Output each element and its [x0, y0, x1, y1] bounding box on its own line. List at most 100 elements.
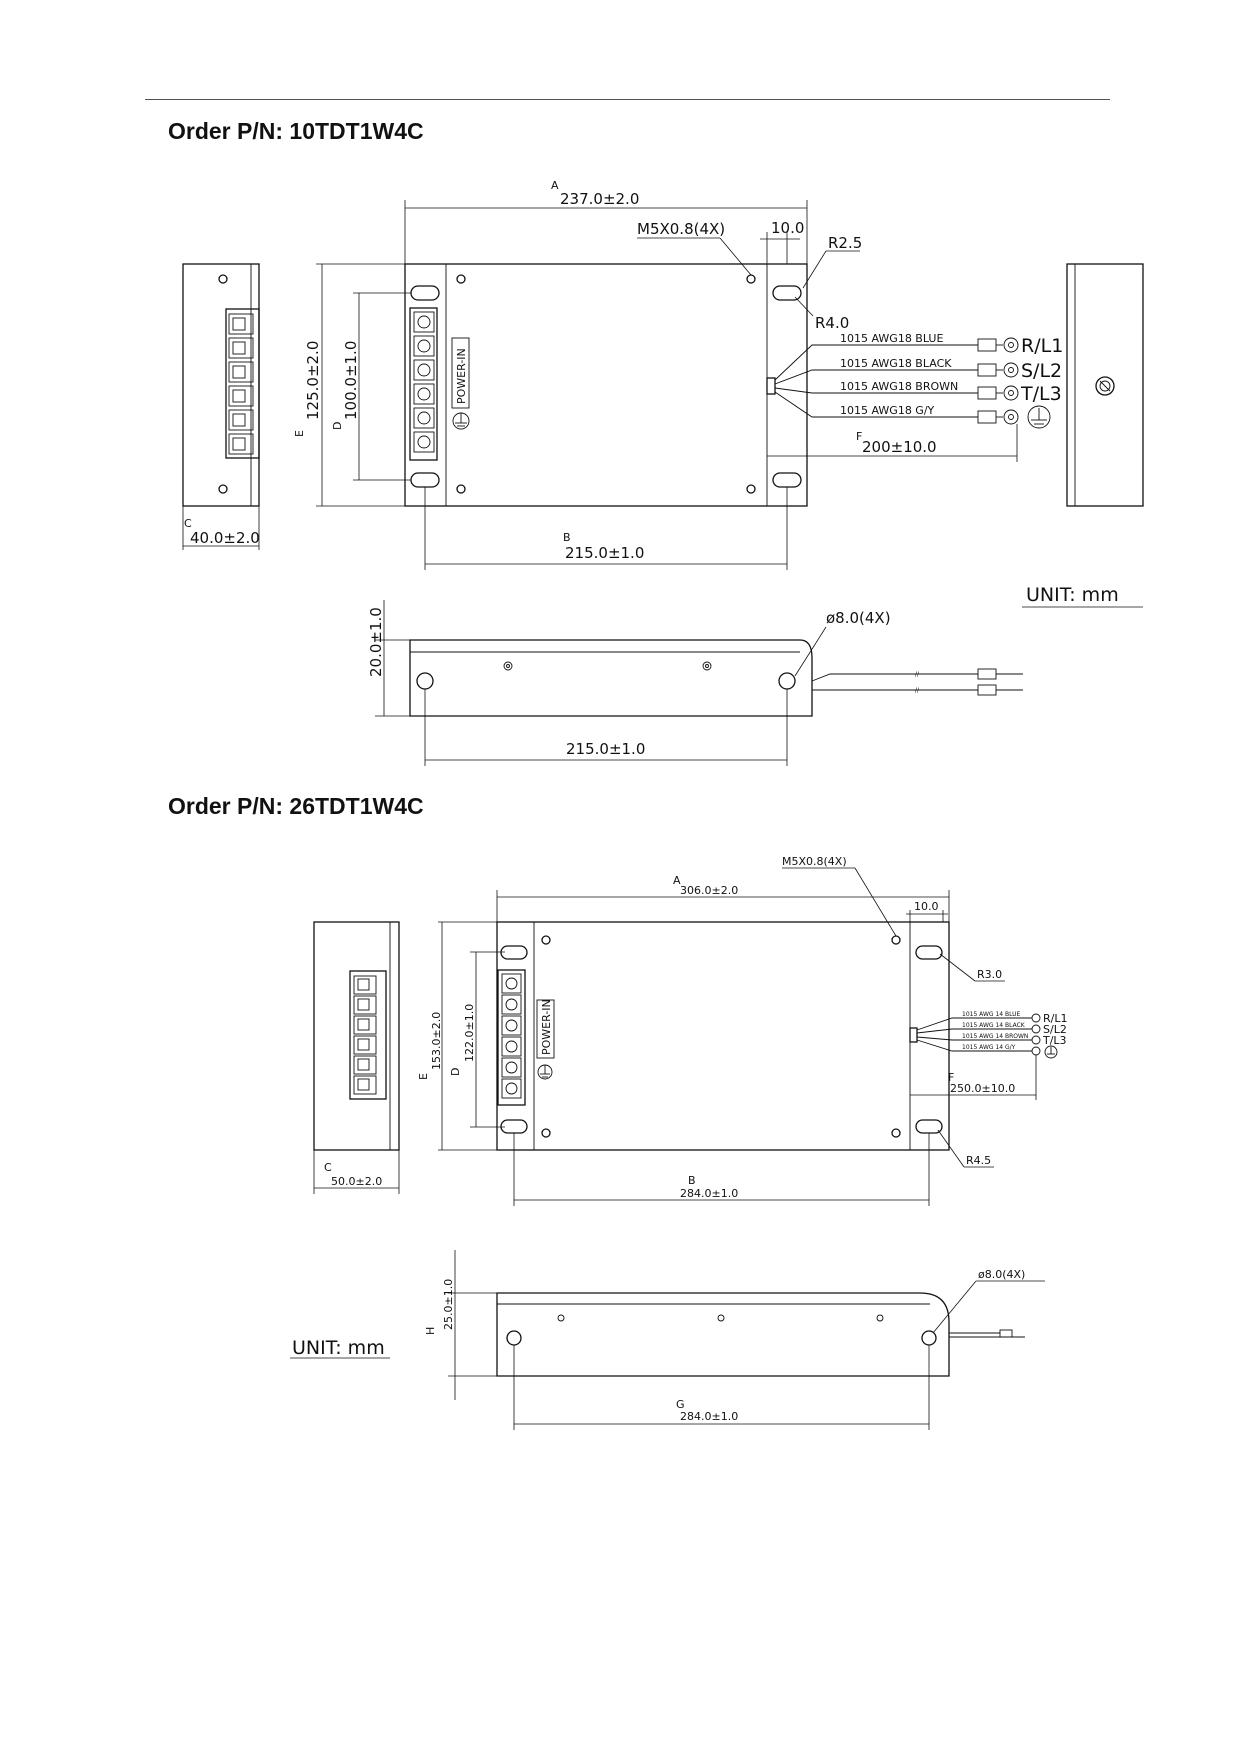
dim-a-value: 237.0±2.0: [560, 190, 639, 208]
wire-spec: 1015 AWG 14 BLACK: [962, 1022, 1026, 1029]
radius-1-label: R3.0: [977, 968, 1002, 981]
screw-icon: [505, 1019, 518, 1032]
drawing1: C 40.0±2.0 POWER-IN: [182, 179, 1144, 766]
mount-hole-icon: [456, 484, 466, 494]
thread-label: M5X0.8(4X): [637, 220, 725, 238]
wire-0: 1015 AWG18 BLUE R/L1: [840, 332, 1063, 357]
mount-slot: [500, 1119, 528, 1134]
dim-g: G 284.0±1.0: [513, 1345, 930, 1430]
side-view-left: [182, 263, 260, 507]
dim-a-value: 306.0±2.0: [680, 884, 738, 897]
wire-terminal: S/L2: [1043, 1023, 1067, 1036]
ground-icon: [1027, 405, 1051, 429]
wire-spec: 1015 AWG 14 BLUE: [962, 1011, 1021, 1018]
screw-icon: [505, 1082, 518, 1095]
dim-g-value: 284.0±1.0: [680, 1410, 738, 1423]
wire-terminal: T/L3: [1042, 1034, 1067, 1047]
front-view: [496, 1292, 1025, 1377]
dim-b-letter: B: [688, 1174, 696, 1187]
dim-c-letter: C: [184, 517, 192, 530]
tab-width-label: 10.0: [771, 219, 804, 237]
ground-icon: [537, 1064, 553, 1080]
radius-2-label: R4.5: [966, 1154, 991, 1167]
dim-h: 20.0±1.0: [367, 600, 410, 717]
dim-a-letter: A: [673, 874, 681, 887]
screw-icon: [417, 339, 431, 353]
screw-icon: [505, 1040, 518, 1053]
mount-hole-icon: [541, 935, 551, 945]
radius-1-label: R2.5: [828, 234, 862, 252]
dim-b-value: 215.0±1.0: [565, 544, 644, 562]
dim-d-value: 122.0±1.0: [463, 1004, 476, 1062]
dim-b: B 215.0±1.0: [424, 487, 788, 570]
hole-label: ø8.0(4X): [826, 609, 891, 627]
dim-d: D 100.0±1.0: [331, 292, 411, 481]
drawing2: C 50.0±2.0 POWER-IN: [290, 855, 1067, 1430]
dim-tab: 10.0: [760, 219, 804, 264]
dim-e: E 125.0±2.0: [293, 263, 405, 507]
drawing1-heading: Order P/N: 10TDT1W4C: [168, 118, 424, 144]
mount-slot: [915, 1119, 943, 1134]
wire-terminal: R/L1: [1043, 1012, 1067, 1025]
dim-d-letter: D: [331, 422, 344, 430]
mount-slot: [772, 285, 802, 301]
unit-label: UNIT: mm: [1026, 584, 1119, 606]
screw-icon: [417, 387, 431, 401]
terminal-block-side: [353, 975, 377, 1095]
end-view-right: [1066, 263, 1144, 507]
screw-icon: [417, 435, 431, 449]
dim-h-letter: H: [424, 1327, 437, 1335]
wire-0: 1015 AWG 14 BLUE R/L1: [962, 1011, 1067, 1025]
svg-text://: //: [915, 671, 920, 678]
ground-icon: [452, 412, 470, 430]
dim-g-value: 215.0±1.0: [566, 740, 645, 758]
wire-spec: 1015 AWG 14 BROWN: [962, 1033, 1028, 1040]
dim-c: C 50.0±2.0: [313, 1150, 400, 1194]
mount-hole-icon: [746, 274, 756, 284]
dim-c-value: 40.0±2.0: [190, 529, 260, 547]
mount-hole-icon: [891, 1128, 901, 1138]
wire-1: 1015 AWG 14 BLACK S/L2: [962, 1022, 1067, 1036]
screw-icon: [417, 315, 431, 329]
dim-e-value: 153.0±2.0: [430, 1012, 443, 1070]
wire-terminal: R/L1: [1021, 335, 1063, 357]
dim-a-letter: A: [551, 179, 559, 192]
dim-b-letter: B: [563, 531, 571, 544]
page-top-rule: [145, 99, 1110, 100]
front-view: // //: [409, 639, 1023, 717]
dim-f-letter: F: [856, 430, 862, 443]
mount-hole-icon: [416, 672, 434, 690]
dim-c-value: 50.0±2.0: [331, 1175, 382, 1188]
mount-slot: [410, 472, 440, 488]
terminal-block-side: [228, 313, 254, 455]
side-view-left: [313, 921, 400, 1151]
tab-width-label: 10.0: [914, 900, 939, 913]
dim-b: B 284.0±1.0: [513, 1133, 930, 1206]
screw-icon: [505, 998, 518, 1011]
unit-label: UNIT: mm: [292, 1337, 385, 1359]
dim-h-value: 20.0±1.0: [367, 607, 385, 677]
mount-hole-icon: [921, 1330, 937, 1346]
wire-terminal: T/L3: [1020, 383, 1062, 405]
dim-f: F 250.0±10.0: [910, 1055, 1037, 1100]
svg-text://: //: [915, 687, 920, 694]
mount-slot: [500, 945, 528, 960]
dim-f-value: 250.0±10.0: [950, 1082, 1015, 1095]
mount-slot: [915, 945, 943, 960]
wire-3: 1015 AWG18 G/Y: [840, 404, 1051, 429]
dim-e: E 153.0±2.0: [417, 921, 497, 1151]
wire-spec: 1015 AWG18 BLACK: [840, 357, 952, 370]
wire-2: 1015 AWG 14 BROWN T/L3: [962, 1033, 1067, 1047]
top-view: POWER-IN: [496, 921, 950, 1151]
wire-2: 1015 AWG18 BROWN T/L3: [840, 380, 1062, 405]
screw-icon: [505, 1061, 518, 1074]
hole-label: ø8.0(4X): [978, 1268, 1025, 1281]
dim-c: C 40.0±2.0: [182, 506, 260, 550]
top-view: POWER-IN: [404, 263, 808, 507]
thread-callout: M5X0.8(4X): [637, 220, 752, 276]
wire-spec: 1015 AWG18 G/Y: [840, 404, 935, 417]
dim-c-letter: C: [324, 1161, 332, 1174]
dim-h-value: 25.0±1.0: [442, 1279, 455, 1330]
mount-hole-icon: [746, 484, 756, 494]
radius-2-label: R4.0: [815, 314, 849, 332]
